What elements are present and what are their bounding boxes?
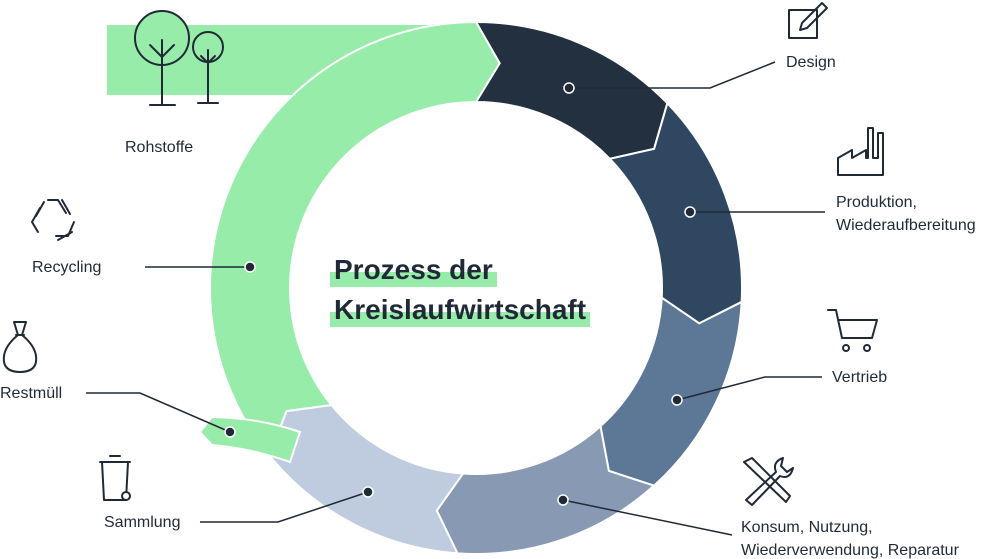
shopping-cart-icon bbox=[827, 309, 878, 352]
pencil-icon bbox=[788, 2, 828, 39]
label-produktion: Produktion, Wiederaufbereitung bbox=[836, 191, 976, 237]
dot-design bbox=[563, 82, 575, 94]
segment-sammlung bbox=[268, 403, 465, 555]
leader-restmuell bbox=[86, 392, 231, 433]
dot-sammlung bbox=[362, 486, 374, 498]
dot-recycling bbox=[244, 261, 256, 273]
dot-konsum bbox=[557, 494, 569, 506]
label-vertrieb: Vertrieb bbox=[832, 369, 888, 386]
label-konsum-line2: Wiederverwendung, Reparatur bbox=[741, 542, 959, 559]
title-line-1: Prozess der bbox=[330, 250, 497, 290]
tools-icon bbox=[743, 457, 794, 506]
garbage-bag-icon bbox=[2, 321, 38, 373]
diagram-title: Prozess der Kreislaufwirtschaft bbox=[330, 250, 591, 330]
label-konsum-line1: Konsum, Nutzung, bbox=[741, 519, 873, 536]
leader-design bbox=[569, 61, 776, 89]
leader-konsum bbox=[562, 499, 733, 536]
segment-restmuell bbox=[198, 415, 302, 464]
label-sammlung: Sammlung bbox=[104, 514, 181, 531]
label-rohstoffe: Rohstoffe bbox=[125, 139, 194, 156]
label-produktion-line2: Wiederaufbereitung bbox=[836, 217, 976, 234]
dot-vertrieb bbox=[671, 394, 683, 406]
title-line-2: Kreislaufwirtschaft bbox=[330, 290, 591, 330]
recycling-icon bbox=[31, 199, 75, 241]
label-restmuell: Restmüll bbox=[0, 385, 63, 402]
factory-icon bbox=[837, 127, 884, 176]
dot-produktion bbox=[684, 206, 696, 218]
label-konsum: Konsum, Nutzung, Wiederverwendung, Repar… bbox=[741, 516, 959, 559]
trash-bin-icon bbox=[99, 455, 131, 501]
leader-vertrieb bbox=[676, 376, 822, 401]
segment-vertrieb bbox=[599, 295, 743, 487]
leader-sammlung bbox=[200, 491, 369, 523]
label-design: Design bbox=[786, 54, 836, 71]
trees-icon bbox=[134, 10, 224, 106]
label-recycling: Recycling bbox=[32, 259, 102, 276]
label-produktion-line1: Produktion, bbox=[836, 194, 917, 211]
dot-restmuell bbox=[224, 426, 236, 438]
